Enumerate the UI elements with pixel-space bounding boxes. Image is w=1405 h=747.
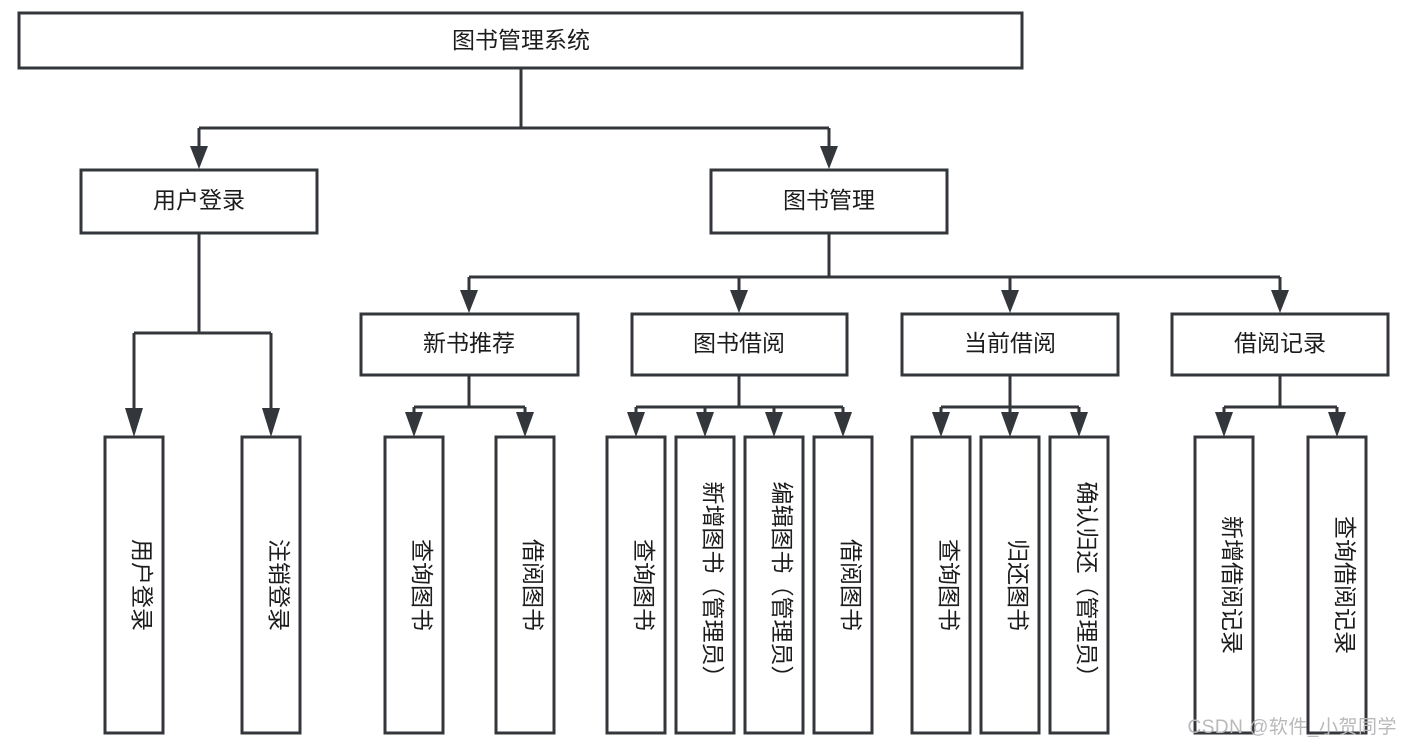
- node-leaf-add-record-label: 新增借阅记录: [1219, 516, 1245, 654]
- node-new-book-recommend[interactable]: 新书推荐: [359, 312, 580, 377]
- edge-group-new-book-recommend: [405, 375, 534, 437]
- node-book-manage-label: 图书管理: [783, 187, 875, 213]
- arrow-book-manage-to-borrow-record: [1271, 290, 1289, 313]
- node-leaf-query-record[interactable]: 查询借阅记录: [1306, 435, 1368, 735]
- node-book-manage[interactable]: 图书管理: [709, 168, 949, 235]
- node-leaf-borrow-book-2[interactable]: 借阅图书: [812, 435, 874, 735]
- edge-group-book-manage: [460, 233, 1289, 313]
- node-leaf-add-book[interactable]: 新增图书（管理员）: [674, 435, 736, 735]
- node-leaf-query-book-2[interactable]: 查询图书: [605, 435, 667, 735]
- node-current-borrow[interactable]: 当前借阅: [900, 312, 1120, 377]
- node-leaf-query-book-3[interactable]: 查询图书: [910, 435, 972, 735]
- node-leaf-query-book-1-label: 查询图书: [409, 539, 435, 631]
- arrow-root-to-book-manage: [820, 146, 838, 169]
- node-leaf-query-record-label: 查询借阅记录: [1332, 516, 1358, 654]
- node-leaf-add-book-box[interactable]: [674, 435, 736, 735]
- arrow-cb-leaf-1: [932, 412, 950, 437]
- node-leaf-query-book-2-box[interactable]: [605, 435, 667, 735]
- node-leaf-query-book-1[interactable]: 查询图书: [383, 435, 445, 735]
- edge-group-borrow-record: [1215, 375, 1346, 437]
- arrow-bb-leaf-2: [696, 412, 714, 437]
- node-current-borrow-label: 当前借阅: [964, 330, 1056, 356]
- node-leaf-query-book-3-label: 查询图书: [936, 539, 962, 631]
- node-book-borrow-box[interactable]: [630, 312, 849, 377]
- node-leaf-logout-login-box[interactable]: [240, 435, 302, 735]
- node-leaf-borrow-book-1-box[interactable]: [494, 435, 556, 735]
- arrow-user-login-leaf-2: [262, 408, 280, 437]
- arrow-book-manage-to-book-borrow: [730, 290, 748, 313]
- arrow-root-to-user-login: [190, 146, 208, 169]
- node-borrow-record-label: 借阅记录: [1234, 330, 1326, 356]
- node-leaf-borrow-book-1[interactable]: 借阅图书: [494, 435, 556, 735]
- node-leaf-logout-login-label: 注销登录: [266, 539, 292, 631]
- node-leaf-borrow-book-2-label: 借阅图书: [838, 539, 864, 631]
- node-root[interactable]: 图书管理系统: [17, 11, 1024, 70]
- node-leaf-query-book-1-box[interactable]: [383, 435, 445, 735]
- arrow-bb-leaf-1: [627, 412, 645, 437]
- edge-group-root: [190, 68, 838, 169]
- node-leaf-borrow-book-1-label: 借阅图书: [520, 539, 546, 631]
- node-book-borrow-label: 图书借阅: [693, 330, 785, 356]
- arrow-nbr-leaf-2: [516, 412, 534, 437]
- node-leaf-query-book-3-box[interactable]: [910, 435, 972, 735]
- csdn-watermark: CSDN @软件_小贺同学: [1187, 717, 1397, 738]
- arrow-cb-leaf-3: [1070, 412, 1088, 437]
- node-new-book-recommend-box[interactable]: [359, 312, 580, 377]
- arrow-book-manage-to-new-book-recommend: [460, 290, 478, 313]
- arrow-cb-leaf-2: [1001, 412, 1019, 437]
- node-user-login-label: 用户登录: [153, 187, 245, 213]
- node-leaf-user-login[interactable]: 用户登录: [103, 435, 165, 735]
- node-leaf-query-book-2-label: 查询图书: [631, 539, 657, 631]
- edge-group-book-borrow: [627, 375, 852, 437]
- node-leaf-add-record[interactable]: 新增借阅记录: [1193, 435, 1255, 735]
- node-borrow-record-box[interactable]: [1170, 312, 1390, 377]
- node-root-box[interactable]: [17, 11, 1024, 70]
- edge-group-user-login: [125, 233, 280, 437]
- node-leaf-return-book-box[interactable]: [979, 435, 1041, 735]
- node-borrow-record[interactable]: 借阅记录: [1170, 312, 1390, 377]
- node-leaf-user-login-label: 用户登录: [129, 539, 155, 631]
- node-leaf-add-record-box[interactable]: [1193, 435, 1255, 735]
- node-leaf-user-login-box[interactable]: [103, 435, 165, 735]
- node-new-book-recommend-label: 新书推荐: [423, 330, 515, 356]
- node-leaf-query-record-box[interactable]: [1306, 435, 1368, 735]
- node-leaf-return-book-label: 归还图书: [1005, 539, 1031, 631]
- node-user-login[interactable]: 用户登录: [79, 168, 319, 235]
- node-leaf-add-book-label: 新增图书（管理员）: [700, 482, 726, 689]
- arrow-nbr-leaf-1: [405, 412, 423, 437]
- arrow-bb-leaf-4: [834, 412, 852, 437]
- node-book-manage-box[interactable]: [709, 168, 949, 235]
- node-leaf-confirm-return-box[interactable]: [1048, 435, 1110, 735]
- arrow-user-login-leaf-1: [125, 408, 143, 437]
- node-root-label: 图书管理系统: [452, 27, 590, 53]
- node-current-borrow-box[interactable]: [900, 312, 1120, 377]
- node-book-borrow[interactable]: 图书借阅: [630, 312, 849, 377]
- edge-group-current-borrow: [932, 375, 1088, 437]
- node-leaf-borrow-book-2-box[interactable]: [812, 435, 874, 735]
- node-leaf-edit-book-box[interactable]: [743, 435, 805, 735]
- arrow-book-manage-to-current-borrow: [1001, 290, 1019, 313]
- arrow-br-leaf-2: [1328, 412, 1346, 437]
- node-user-login-box[interactable]: [79, 168, 319, 235]
- arrow-br-leaf-1: [1215, 412, 1233, 437]
- node-leaf-confirm-return[interactable]: 确认归还（管理员）: [1048, 435, 1110, 735]
- node-leaf-edit-book[interactable]: 编辑图书（管理员）: [743, 435, 805, 735]
- node-leaf-return-book[interactable]: 归还图书: [979, 435, 1041, 735]
- node-leaf-logout-login[interactable]: 注销登录: [240, 435, 302, 735]
- node-leaf-confirm-return-label: 确认归还（管理员）: [1074, 482, 1100, 689]
- arrow-bb-leaf-3: [765, 412, 783, 437]
- node-leaf-edit-book-label: 编辑图书（管理员）: [769, 482, 795, 689]
